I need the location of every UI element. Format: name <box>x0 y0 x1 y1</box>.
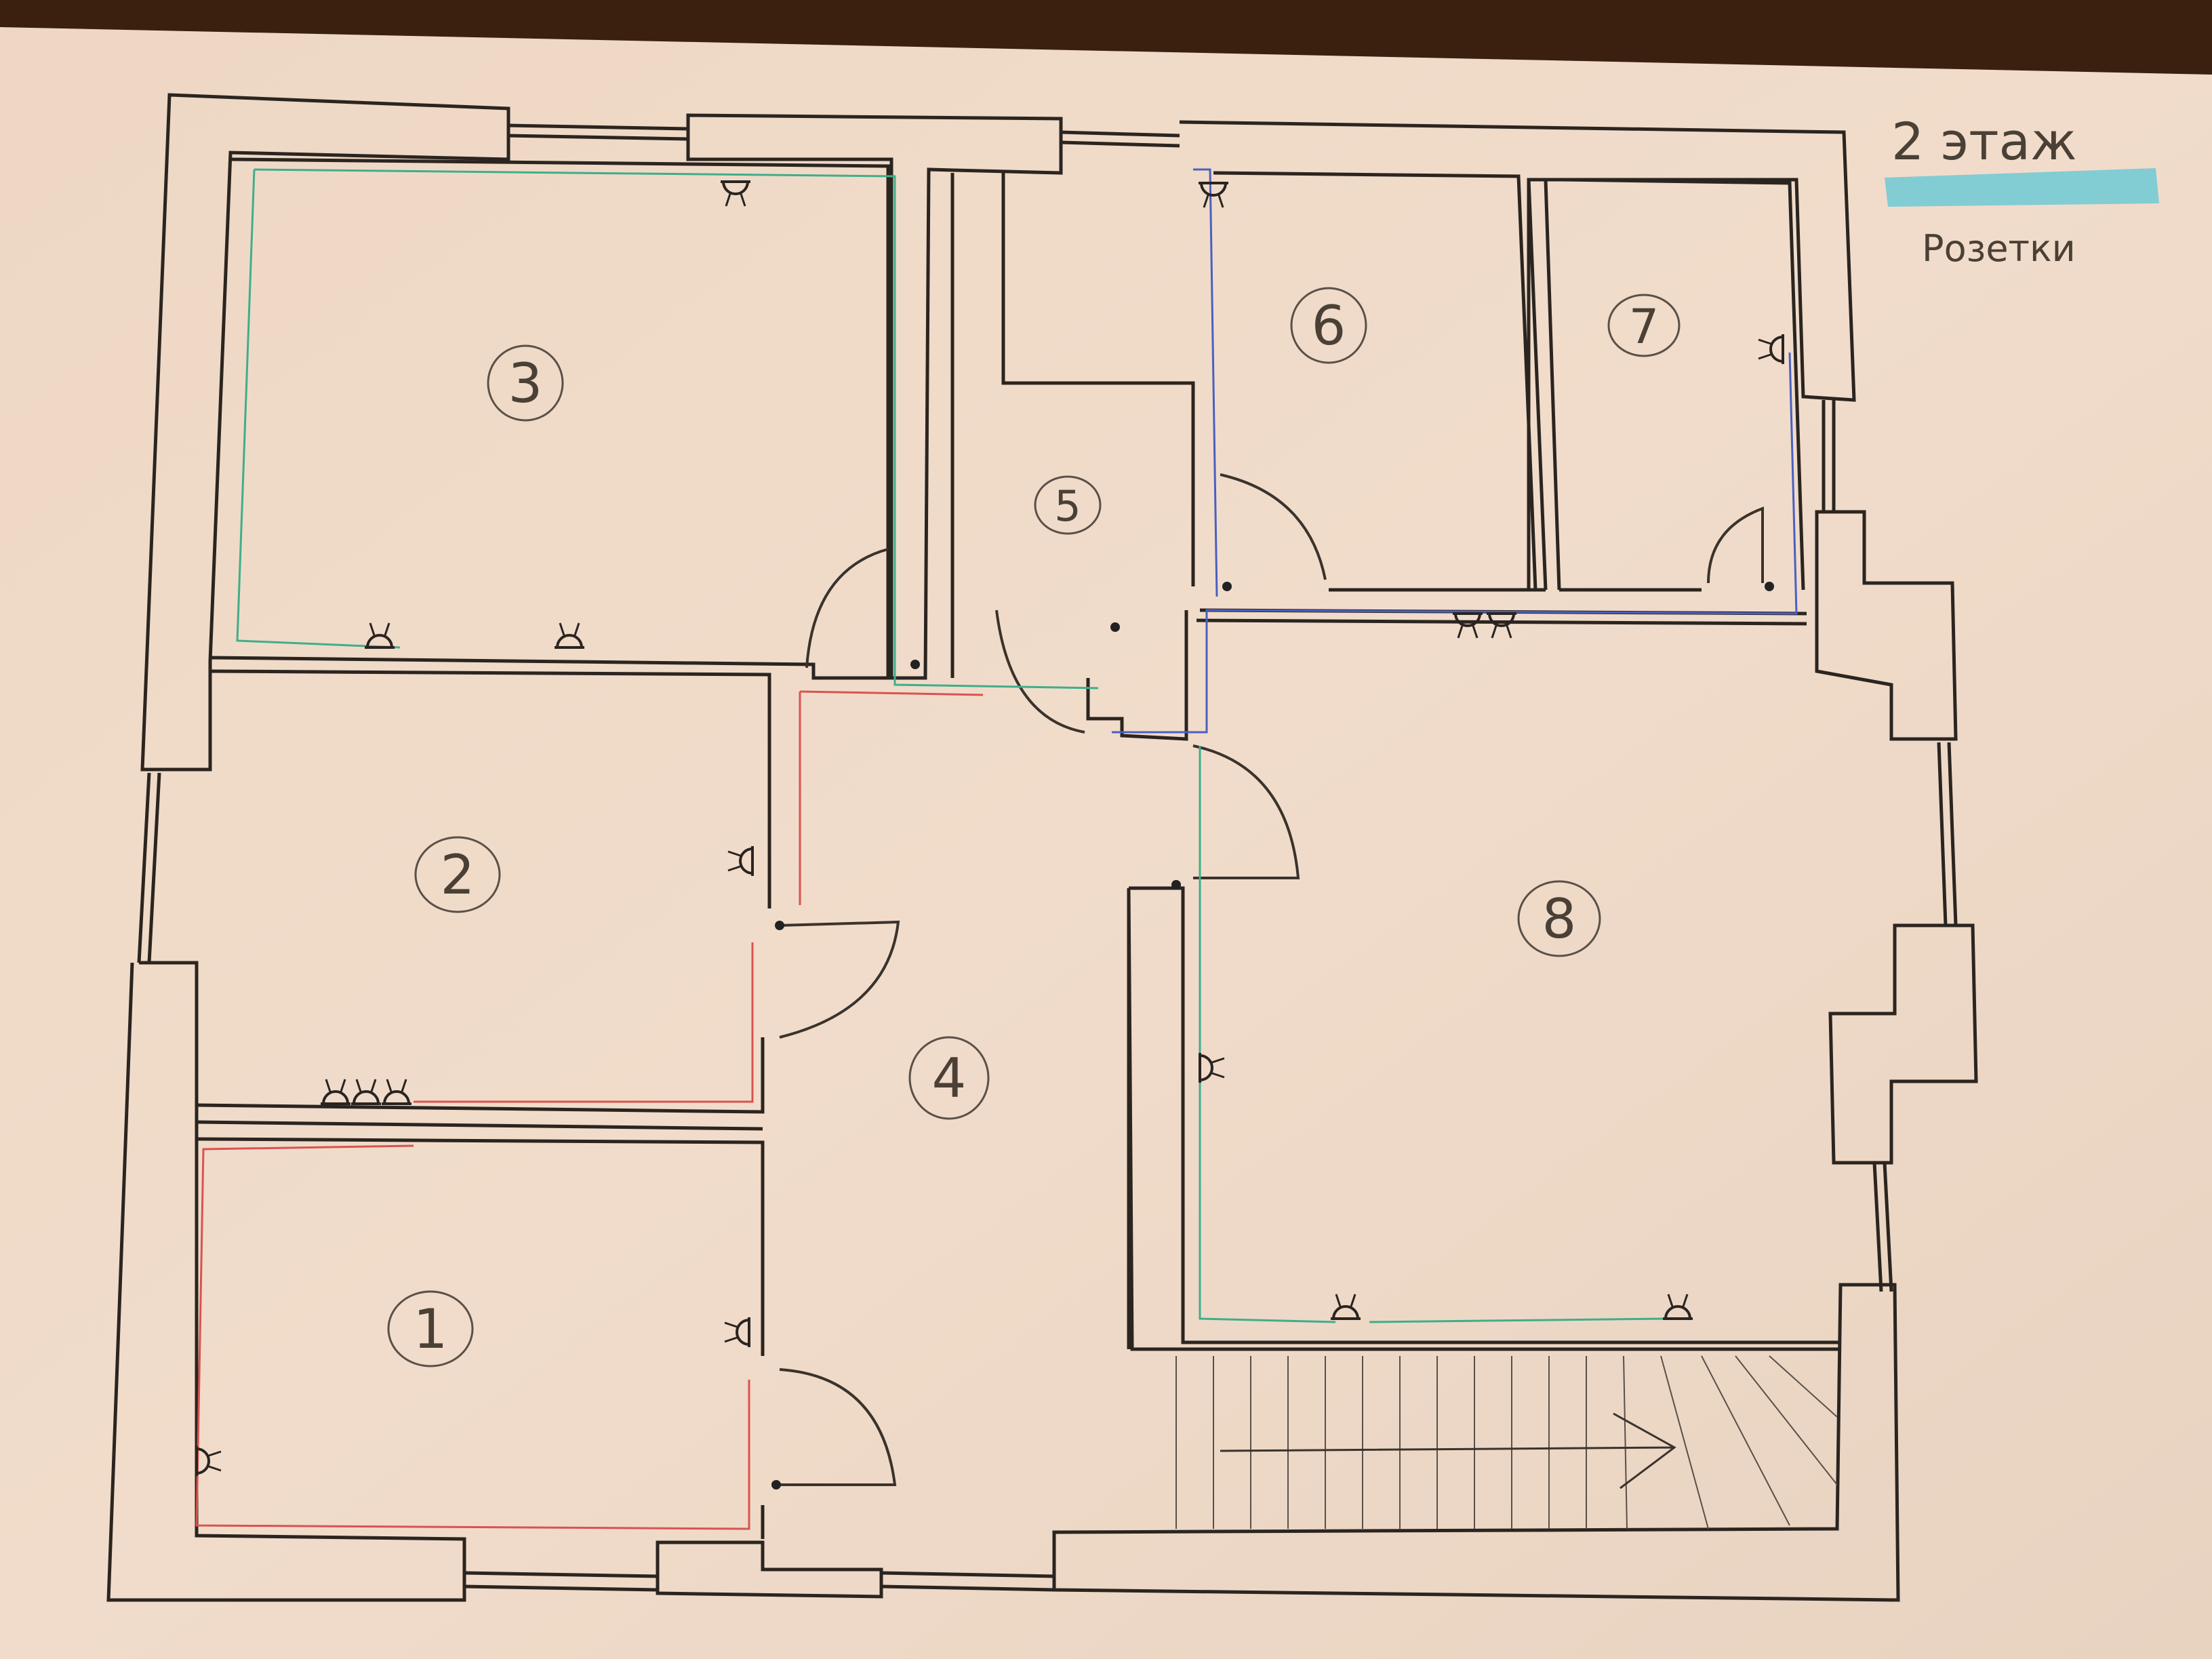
wiring-red <box>195 690 984 1530</box>
svg-text:2: 2 <box>441 843 475 906</box>
svg-text:6: 6 <box>1312 294 1346 357</box>
svg-text:3: 3 <box>508 352 543 415</box>
svg-text:5: 5 <box>1054 481 1081 531</box>
room-label-4: 4 <box>908 1036 990 1120</box>
staircase <box>1175 1355 1838 1530</box>
door-swing <box>805 548 889 668</box>
door-swing <box>779 1368 897 1486</box>
room-label-2: 2 <box>414 836 501 913</box>
stair-arrow <box>1220 1412 1676 1490</box>
room-label-5: 5 <box>1034 475 1102 535</box>
svg-text:8: 8 <box>1542 887 1577 951</box>
wiring-green <box>236 168 1668 1323</box>
paper-sheet <box>0 27 2212 1659</box>
legend-subtitle: Розетки <box>1922 227 2076 270</box>
svg-text:1: 1 <box>414 1298 448 1361</box>
door-swing <box>1192 744 1300 879</box>
switch-points <box>771 582 1774 1490</box>
room-label-8: 8 <box>1517 880 1601 957</box>
door-swing <box>995 609 1085 734</box>
walls <box>106 93 1978 1602</box>
door-swing <box>1707 506 1764 584</box>
door-swing <box>779 920 900 1039</box>
door-swings <box>779 473 1764 1486</box>
svg-text:7: 7 <box>1629 299 1660 355</box>
room-label-3: 3 <box>487 344 564 422</box>
room-labels: 1 2 3 4 5 6 7 8 <box>387 287 1681 1367</box>
wiring-blue <box>1112 168 1798 734</box>
door-swing <box>1220 473 1327 580</box>
title-highlight <box>1885 168 2159 207</box>
legend-header: 2 этаж Розетки <box>1885 111 2159 270</box>
room-label-1: 1 <box>387 1290 474 1367</box>
floor-title: 2 этаж <box>1891 111 2077 172</box>
svg-text:4: 4 <box>932 1047 967 1110</box>
room-label-7: 7 <box>1607 294 1681 357</box>
room-label-6: 6 <box>1290 287 1367 364</box>
